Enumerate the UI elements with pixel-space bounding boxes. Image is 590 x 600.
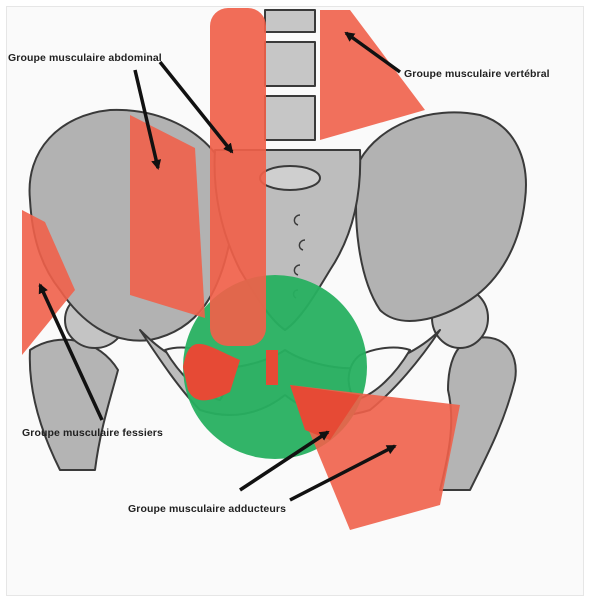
label-adducteurs: Groupe musculaire adducteurs: [128, 503, 286, 515]
label-abdominal: Groupe musculaire abdominal: [8, 52, 162, 64]
sacral-promontory: [260, 166, 320, 190]
abdominal-muscle-central: [210, 8, 266, 346]
vertebra-3: [265, 96, 315, 140]
right-iliac-wing: [356, 112, 526, 320]
label-vertebral: Groupe musculaire vertébral: [404, 68, 550, 80]
symphysis-mark: [266, 350, 278, 385]
vertebra-1: [265, 10, 315, 32]
label-fessiers: Groupe musculaire fessiers: [22, 427, 163, 439]
vertebra-2: [265, 42, 315, 86]
